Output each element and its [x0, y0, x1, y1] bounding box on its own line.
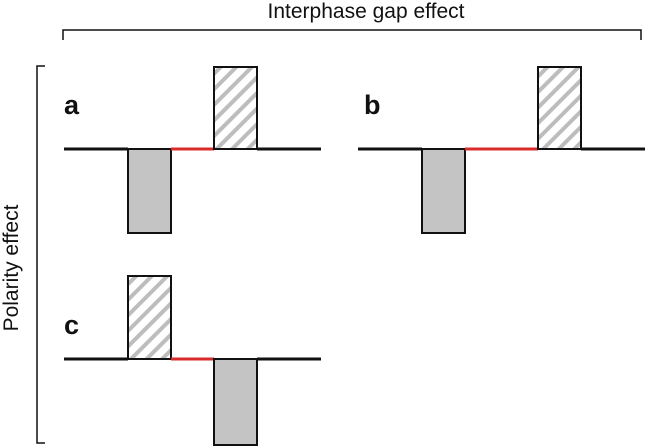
top-bracket-line [62, 29, 642, 40]
panel-c-anodic-phase [127, 275, 172, 360]
panel-a-cathodic-phase [127, 148, 172, 234]
panel-a-letter: a [64, 90, 80, 120]
panel-a: a [64, 66, 321, 234]
panel-c-letter: c [64, 310, 79, 340]
left-bracket-line [36, 65, 45, 444]
panel-b-letter: b [364, 90, 381, 120]
panel-b-cathodic-phase [421, 148, 466, 234]
top-bracket-label: Interphase gap effect [268, 0, 465, 23]
panel-a-anodic-phase [213, 66, 258, 150]
panel-c: c [64, 275, 321, 446]
interphase-gap-bracket: Interphase gap effect [62, 0, 642, 40]
panel-c-cathodic-phase [213, 358, 258, 446]
panel-b-anodic-phase [537, 66, 582, 150]
panel-b: b [358, 66, 645, 234]
polarity-bracket: Polarity effect [0, 65, 45, 444]
left-bracket-label: Polarity effect [0, 204, 23, 331]
